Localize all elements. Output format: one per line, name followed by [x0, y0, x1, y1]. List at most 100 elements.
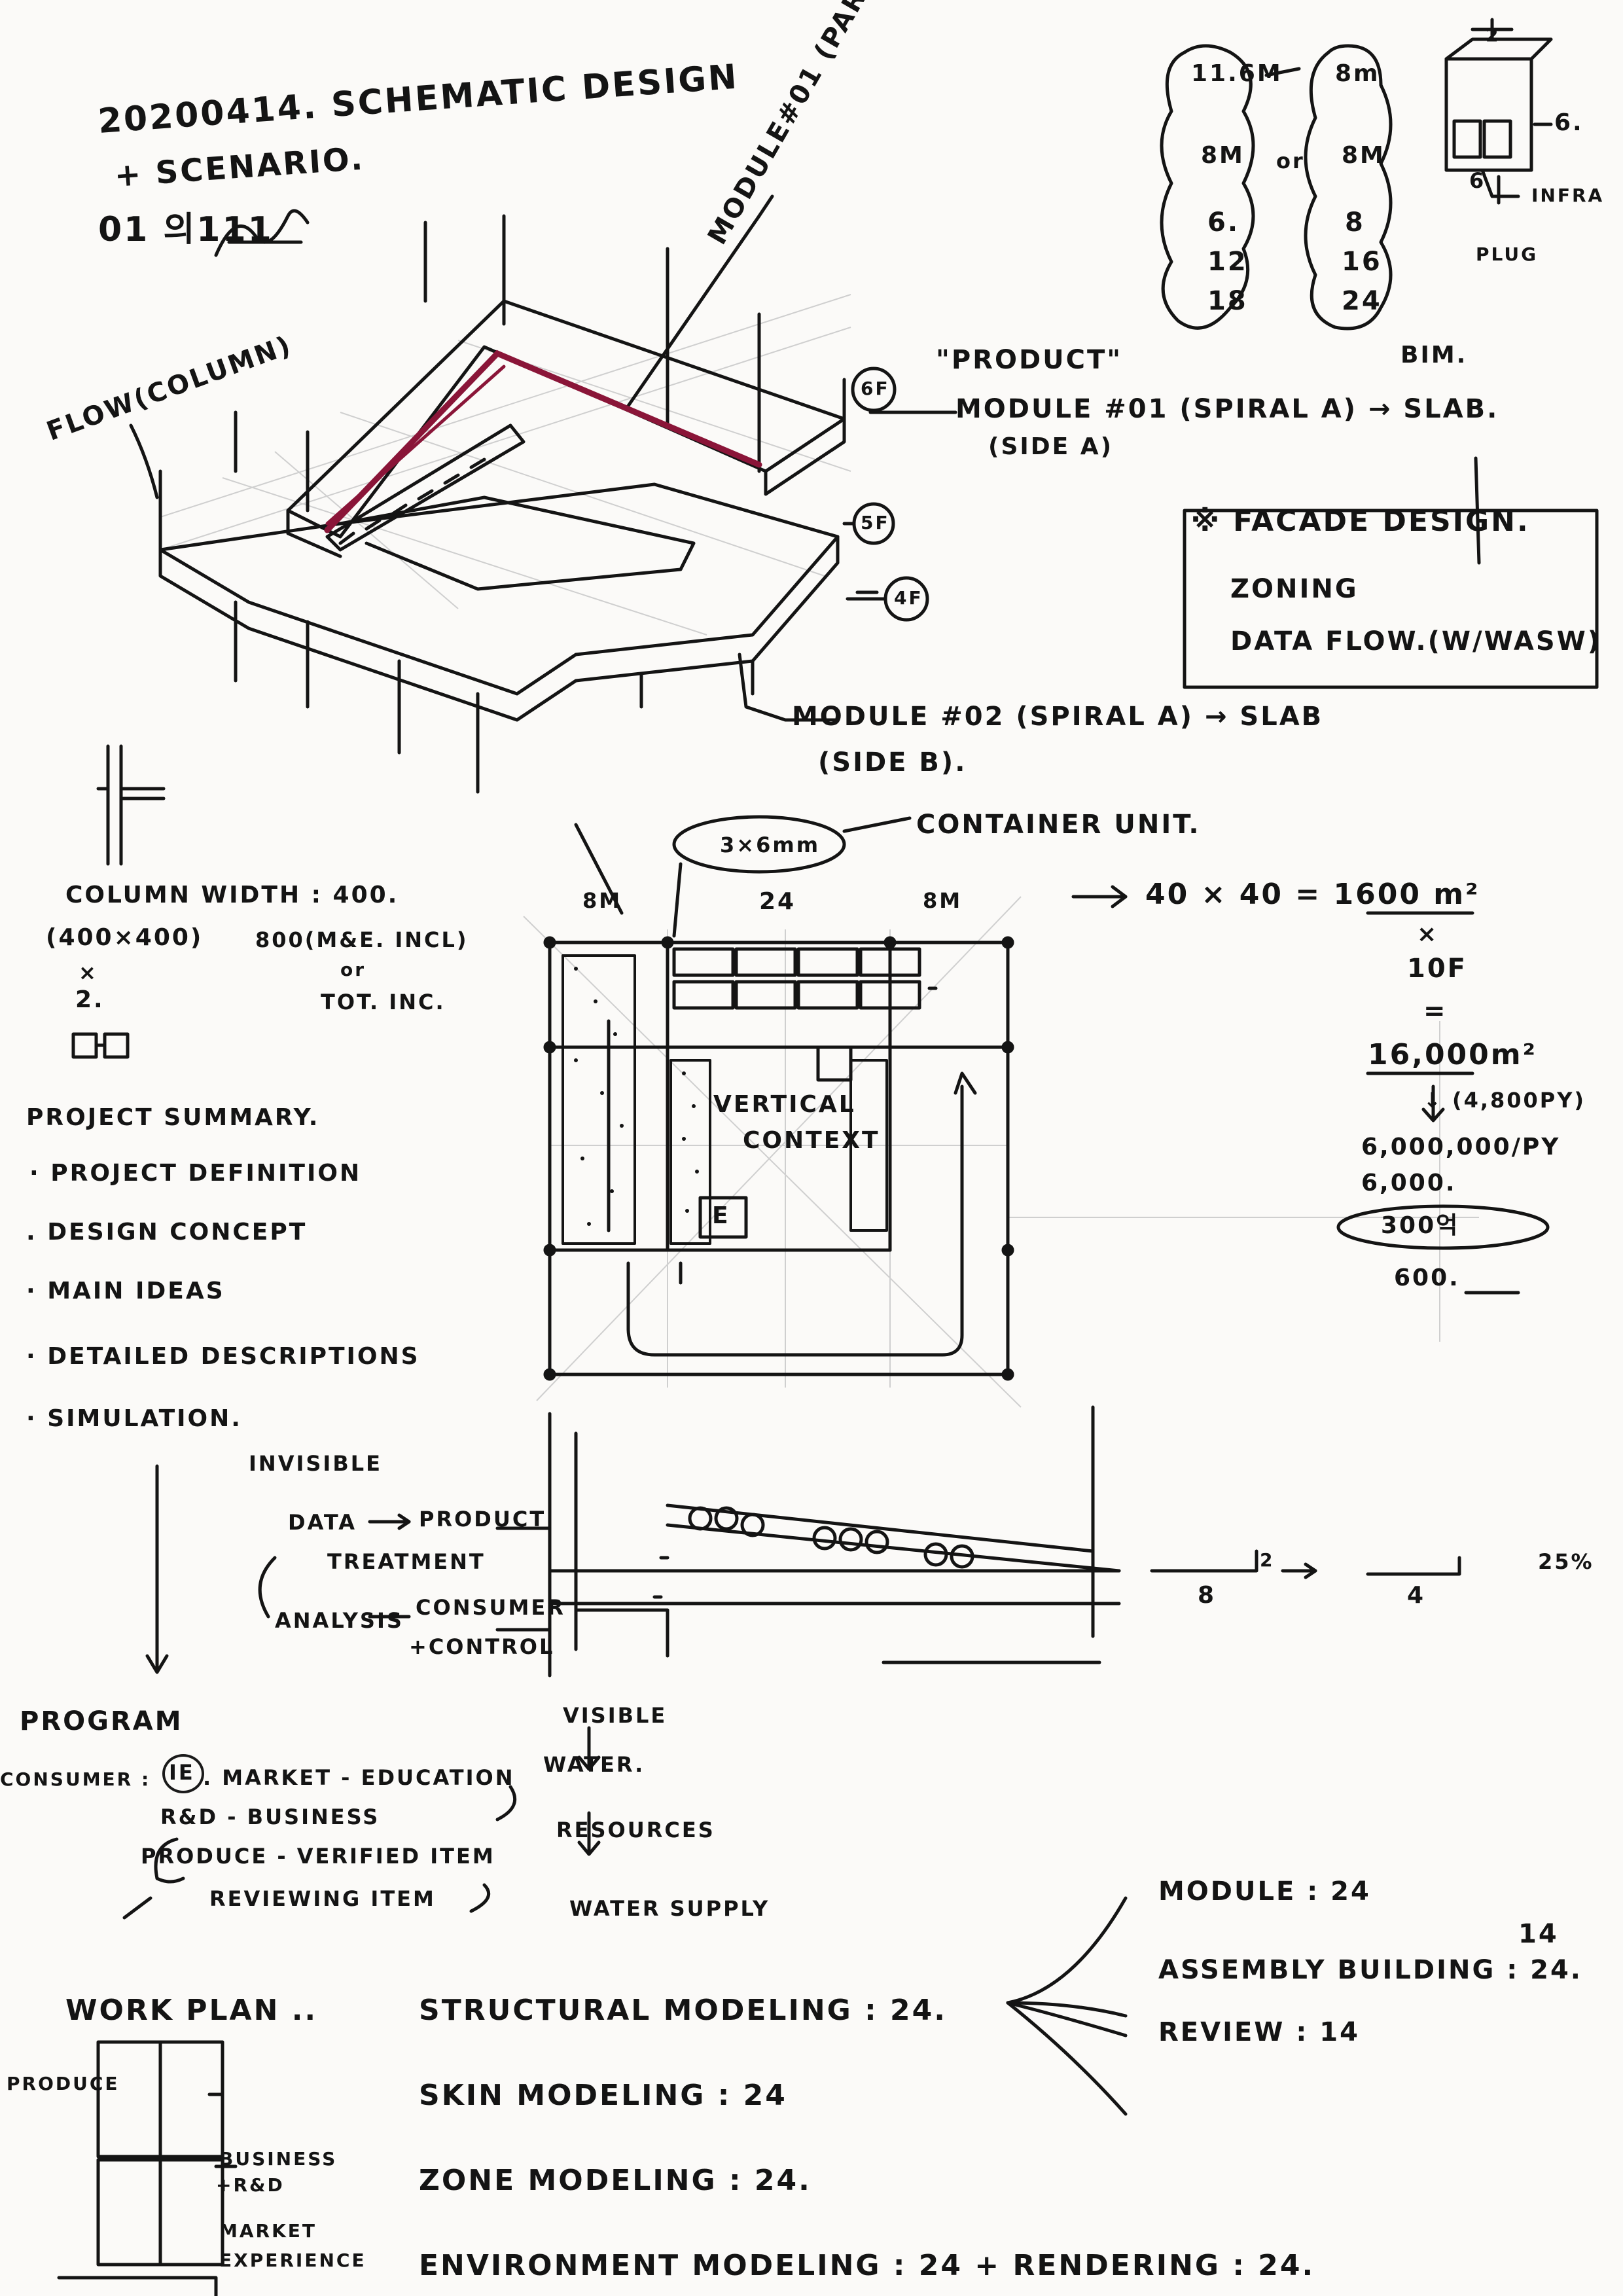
summary-item-4: · DETAILED DESCRIPTIONS	[26, 1343, 420, 1370]
col1-value-5: 18	[1207, 286, 1248, 316]
area-pyeong: ↓ (4,800PY)	[1423, 1088, 1586, 1113]
infra-dim-side: 6.	[1554, 109, 1584, 136]
column-tot: TOT. INC.	[321, 990, 446, 1014]
plan-elevator-label: E	[712, 1202, 730, 1229]
floor-tag-5f: 5F	[861, 512, 890, 533]
program-consumer: CONSUMER :	[0, 1768, 151, 1790]
work-plan-skin: SKIN MODELING : 24	[419, 2079, 787, 2112]
col1-value-1: 11.6M	[1191, 60, 1283, 87]
infra-label: INFRA	[1531, 185, 1605, 206]
column-two: 2.	[75, 986, 105, 1013]
column-size-label: (400×400)	[46, 924, 204, 951]
module02-side-label: (SIDE B).	[818, 747, 967, 778]
infra-dim-bottom: 6	[1469, 168, 1486, 193]
flow-resources: RESOURCES	[556, 1818, 715, 1842]
work-plan-zone: ZONE MODELING : 24.	[419, 2164, 812, 2197]
flow-control: +CONTROL	[409, 1634, 555, 1659]
col1-value-2: 8M	[1201, 142, 1245, 169]
flow-water-supply: WATER SUPPLY	[569, 1896, 770, 1921]
summary-item-3-text: MAIN IDEAS	[47, 1278, 225, 1304]
infra-dim-top: 2	[1486, 24, 1501, 46]
summary-item-3: · MAIN IDEAS	[26, 1278, 225, 1304]
zone-business: BUSINESS	[219, 2148, 338, 2170]
area-result: 300억	[1381, 1212, 1460, 1239]
program-ie: IE	[169, 1760, 195, 1785]
floor-tag-4f: 4F	[894, 587, 923, 609]
flow-product: PRODUCT	[419, 1507, 546, 1532]
plan-dim-mid: 24	[759, 888, 796, 915]
summary-item-5-text: SIMULATION.	[47, 1405, 242, 1432]
ie-circle	[162, 1754, 204, 1793]
schedule-assembly: ASSEMBLY BUILDING : 24.	[1158, 1955, 1582, 1985]
work-plan-environment: ENVIRONMENT MODELING : 24 + RENDERING : …	[419, 2249, 1315, 2282]
col1-value-4: 12	[1207, 247, 1248, 277]
area-equals: =	[1423, 996, 1448, 1026]
plan-dim-left: 8M	[582, 888, 622, 913]
area-note1: 6,000.	[1361, 1170, 1457, 1196]
column-width-label: COLUMN WIDTH : 400.	[65, 882, 399, 908]
program-market: . MARKET - EDUCATION	[203, 1765, 515, 1790]
column-m-and-e: 800(M&E. INCL)	[255, 927, 469, 952]
flow-analysis: ANALYSIS	[275, 1608, 404, 1633]
zone-market: MARKET	[219, 2220, 317, 2242]
area-note2: 600.	[1394, 1265, 1460, 1291]
zone-experience: EXPERIENCE	[219, 2250, 366, 2271]
area-line1: 40 × 40 = 1600 m²	[1145, 878, 1480, 911]
program-reviewing: REVIEWING ITEM	[209, 1886, 436, 1911]
container-size-label: 3×6mm	[720, 833, 821, 857]
flow-invisible: INVISIBLE	[249, 1451, 382, 1476]
flow-consumer: CONSUMER	[416, 1595, 565, 1620]
plan-context-label: CONTEXT	[743, 1127, 880, 1154]
signature-mark	[214, 209, 310, 257]
product-label: "PRODUCT"	[936, 345, 1123, 375]
flow-water: WATER.	[543, 1752, 645, 1777]
plan-dim-right: 8M	[923, 888, 963, 913]
bim-label: BIM.	[1400, 342, 1468, 368]
module01-label: MODULE #01 (SPIRAL A) → SLAB.	[955, 394, 1499, 424]
area-total: 16,000m²	[1368, 1038, 1537, 1071]
col2-value-3: 8	[1345, 207, 1365, 238]
summary-heading: PROJECT SUMMARY.	[26, 1104, 320, 1131]
section-pct: 25%	[1538, 1549, 1594, 1574]
flow-data: DATA	[288, 1510, 357, 1535]
container-unit-label: CONTAINER UNIT.	[916, 810, 1201, 840]
plan-vertical-label: VERTICAL	[713, 1091, 856, 1118]
summary-item-1-text: PROJECT DEFINITION	[50, 1160, 362, 1187]
zone-rnd: +R&D	[216, 2174, 285, 2196]
col1-value-3: 6.	[1207, 207, 1240, 238]
module02-label: MODULE #02 (SPIRAL A) → SLAB	[792, 702, 1324, 732]
flow-treatment: TREATMENT	[327, 1549, 486, 1574]
column-times: ×	[79, 960, 98, 985]
area-floors: 10F	[1407, 954, 1467, 984]
plug-label: PLUG	[1476, 243, 1539, 265]
work-plan-structural: STRUCTURAL MODELING : 24.	[419, 1994, 947, 2027]
schedule-module: MODULE : 24	[1158, 1876, 1371, 1907]
section-dim-4: 4	[1407, 1582, 1426, 1609]
section-dim-8: 8	[1198, 1582, 1217, 1609]
program-heading-text: PROGRAM	[20, 1706, 183, 1736]
summary-item-1: · PROJECT DEFINITION	[29, 1160, 362, 1187]
area-times: ×	[1417, 921, 1439, 948]
facade-zoning: ZONING	[1230, 574, 1359, 604]
flow-visible: VISIBLE	[563, 1703, 668, 1728]
schedule-assembly-alt: 14	[1518, 1919, 1559, 1949]
or-label: or	[1276, 149, 1305, 173]
summary-item-4-text: DETAILED DESCRIPTIONS	[47, 1343, 420, 1370]
work-plan-heading: WORK PLAN ..	[65, 1994, 318, 2027]
section-dim-2: 2	[1260, 1549, 1275, 1571]
col2-value-2: 8M	[1342, 142, 1385, 169]
module01-side-label: (SIDE A)	[988, 433, 1114, 460]
area-unit-price: 6,000,000/PY	[1361, 1134, 1561, 1160]
summary-item-2: . DESIGN CONCEPT	[26, 1219, 308, 1246]
program-produce: PRODUCE - VERIFIED ITEM	[141, 1844, 495, 1869]
column-or: or	[340, 959, 366, 980]
program-rnd: R&D - BUSINESS	[160, 1804, 380, 1829]
facade-data-flow: DATA FLOW.(W/WASW)	[1230, 626, 1602, 656]
col2-value-5: 24	[1342, 286, 1382, 316]
summary-item-2-text: DESIGN CONCEPT	[47, 1219, 308, 1246]
program-heading: PROGRAM	[20, 1708, 183, 1734]
floor-tag-6f: 6F	[861, 378, 890, 399]
col2-value-4: 16	[1342, 247, 1382, 277]
